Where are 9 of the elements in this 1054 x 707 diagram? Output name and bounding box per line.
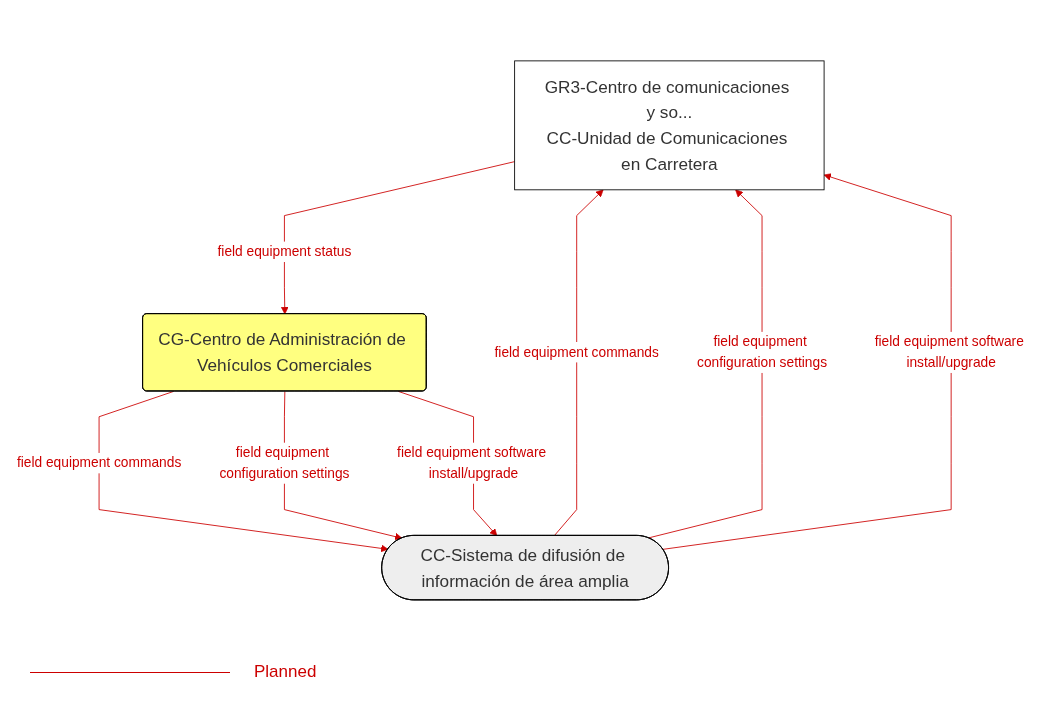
edge-label: field equipment software install/upgrade bbox=[874, 333, 1024, 370]
edge-label: field equipment software install/upgrade bbox=[397, 444, 547, 480]
edge-label: field equipment configuration settings bbox=[697, 333, 828, 370]
edge-label: field equipment commands bbox=[494, 344, 659, 359]
edge-label: field equipment configuration settings bbox=[219, 444, 350, 480]
edge-label: field equipment status bbox=[217, 243, 352, 259]
legend-text: Planned bbox=[254, 662, 317, 682]
node-box: GR3-Centro de comunicaciones y so... CC-Unidad de Comunicaciones en Carretera bbox=[514, 60, 825, 190]
edge-label: field equipment commands bbox=[16, 455, 182, 470]
